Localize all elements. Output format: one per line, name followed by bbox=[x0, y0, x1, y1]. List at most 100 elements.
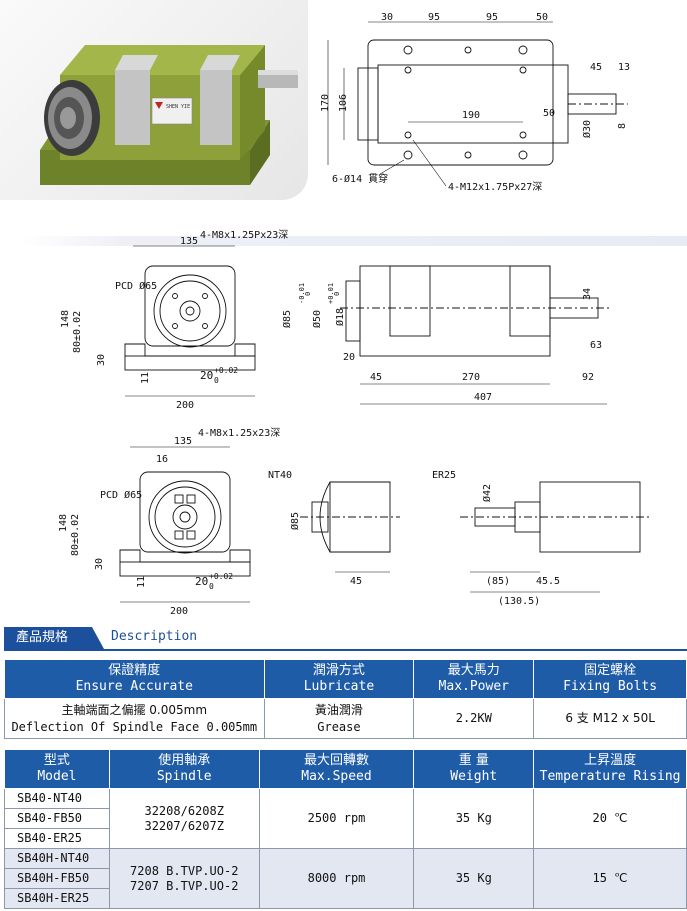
callout-tap-holes: 4-M12x1.75Px27深 bbox=[448, 181, 542, 193]
bottom-drawing: 4-M8x1.25x23深 135 16 PCD Ø65 148 80±0.02… bbox=[58, 427, 650, 617]
er25-130-5: (130.5) bbox=[498, 596, 540, 607]
model-cell: SB40H-ER25 bbox=[4, 888, 110, 909]
table-row: SB40H-ER25 bbox=[4, 888, 687, 909]
er25-45-5: 45.5 bbox=[536, 576, 560, 587]
mid-dim-200: 200 bbox=[176, 400, 194, 411]
dim-top-45: 45 bbox=[590, 62, 602, 73]
bot-tol-upper: +0.02 bbox=[209, 572, 233, 581]
model-cell: SB40-FB50 bbox=[4, 808, 110, 829]
speed-cell: 8000 rpm bbox=[258, 848, 415, 909]
dim-top-170: 170 bbox=[320, 94, 331, 112]
mid-dim-11: 11 bbox=[140, 372, 151, 384]
bot-dim-pcd: PCD Ø65 bbox=[100, 489, 142, 501]
side-dim-63: 63 bbox=[590, 340, 602, 351]
dim-top-50b: 50 bbox=[543, 108, 555, 119]
side-dim-20: 20 bbox=[343, 352, 355, 363]
mid-tol-upper: +0.02 bbox=[214, 366, 238, 375]
temp-cell: 20 ℃ bbox=[533, 788, 687, 849]
side-dim-34: 34 bbox=[582, 288, 593, 300]
weight-cell: 35 Kg bbox=[413, 788, 535, 849]
side-dim-d85-tol-b: 0 bbox=[304, 292, 312, 296]
bot-dim-11: 11 bbox=[136, 576, 147, 588]
dim-top-95b: 95 bbox=[486, 12, 498, 23]
description-tab-en: Description bbox=[111, 629, 198, 644]
nt40-d85: Ø85 bbox=[289, 512, 301, 530]
er25-label: ER25 bbox=[432, 470, 456, 481]
model-cell: SB40H-FB50 bbox=[4, 868, 110, 889]
bot-dim-16: 16 bbox=[156, 454, 168, 465]
mid-dim-148: 148 bbox=[60, 310, 71, 328]
side-dim-d50-tol-a: +0.01 bbox=[327, 283, 335, 304]
dim-top-190: 190 bbox=[462, 110, 480, 121]
callout-through-holes: 6-Ø14 貫穿 bbox=[332, 172, 388, 185]
mid-tol-main: 20 bbox=[200, 369, 213, 382]
product-photo: SHEN YIE bbox=[0, 0, 308, 200]
mount-holes bbox=[403, 45, 528, 160]
spec-power-cell: 2.2KW bbox=[413, 698, 535, 739]
bot-tol-main: 20 bbox=[195, 575, 208, 588]
dim-top-106: 106 bbox=[338, 94, 349, 112]
dim-top-30: 30 bbox=[381, 12, 393, 23]
er25-d42: Ø42 bbox=[481, 484, 493, 502]
weight-cell: 35 Kg bbox=[413, 848, 535, 909]
nt40-label: NT40 bbox=[268, 470, 292, 481]
description-header: 產品規格 Description bbox=[4, 627, 687, 651]
side-dim-d18: Ø18 bbox=[334, 308, 346, 326]
bot-dim-148: 148 bbox=[58, 514, 69, 532]
er25-85: (85) bbox=[486, 576, 510, 587]
mid-dim-80: 80±0.02 bbox=[72, 311, 83, 353]
side-dim-92: 92 bbox=[582, 372, 594, 383]
model-cell: SB40-NT40 bbox=[4, 788, 110, 809]
mid-dim-30: 30 bbox=[96, 354, 107, 366]
mid-dim-pcd: PCD Ø65 bbox=[115, 280, 157, 292]
bot-dim-30: 30 bbox=[94, 558, 105, 570]
description-tab-zh: 產品規格 bbox=[4, 627, 104, 649]
side-dim-270: 270 bbox=[462, 372, 480, 383]
temp-cell: 15 ℃ bbox=[533, 848, 687, 909]
side-dim-d50: Ø50 bbox=[311, 310, 323, 328]
mid-drawing: 4-M8x1.25Px23深 135 PCD Ø65 148 80±0.02 3… bbox=[60, 229, 610, 411]
spindle-unit-photo: SHEN YIE bbox=[40, 45, 298, 185]
side-dim-407: 407 bbox=[474, 392, 492, 403]
model-cell: SB40-ER25 bbox=[4, 828, 110, 849]
bot-dim-80: 80±0.02 bbox=[70, 514, 81, 556]
top-view-drawing: 30 95 95 50 45 13 170 106 190 50 Ø30 8 6… bbox=[320, 12, 630, 193]
dim-top-95a: 95 bbox=[428, 12, 440, 23]
spec-bolts-cell: 6 支 M12 x 50L bbox=[533, 698, 687, 739]
nt40-45: 45 bbox=[350, 576, 362, 587]
dim-top-50: 50 bbox=[536, 12, 548, 23]
plate-text: SHEN YIE bbox=[166, 104, 190, 110]
description-underline bbox=[4, 649, 687, 651]
bot-dim-200: 200 bbox=[170, 606, 188, 617]
mid-tol-lower: 0 bbox=[214, 376, 219, 385]
mid-callout-tap: 4-M8x1.25Px23深 bbox=[200, 229, 288, 241]
speed-cell: 2500 rpm bbox=[258, 788, 415, 849]
dim-top-8: 8 bbox=[617, 123, 628, 129]
table-row: SB40H-FB50 bbox=[4, 868, 687, 889]
side-dim-d85-tol-a: -0.01 bbox=[298, 283, 306, 304]
section-divider bbox=[22, 236, 687, 246]
mid-dim-135: 135 bbox=[180, 236, 198, 247]
model-cell: SB40H-NT40 bbox=[4, 848, 110, 869]
bot-tol-lower: 0 bbox=[209, 582, 214, 591]
dim-top-13: 13 bbox=[618, 62, 630, 73]
side-dim-d85: Ø85 bbox=[281, 310, 293, 328]
bot-dim-135: 135 bbox=[174, 436, 192, 447]
